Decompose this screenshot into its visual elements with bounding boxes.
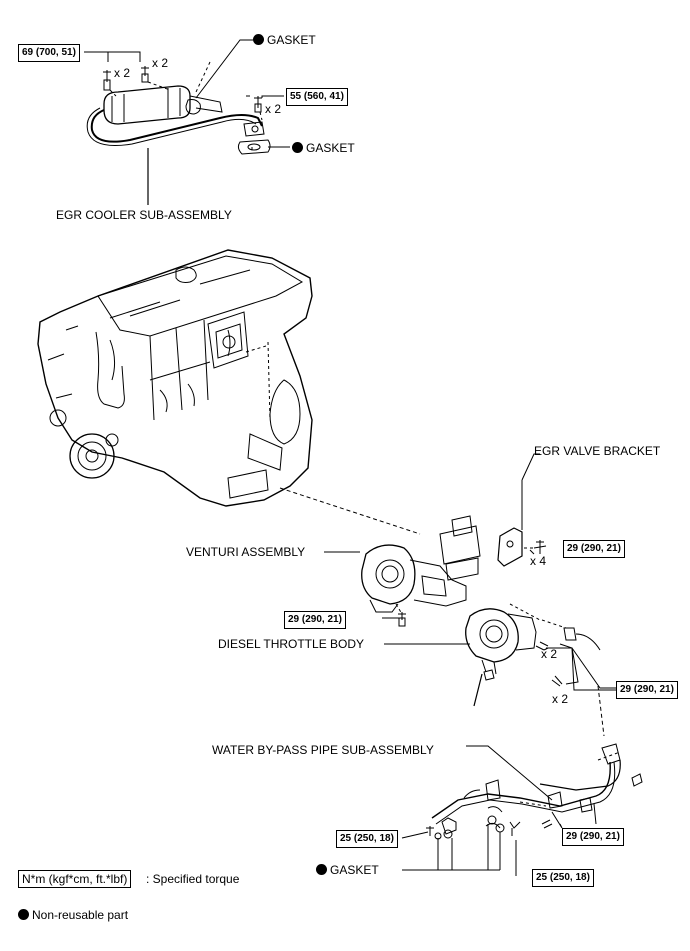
egr-valve-bracket-label: EGR VALVE BRACKET <box>534 444 661 458</box>
non-reusable-dot-icon <box>18 909 29 920</box>
venturi-assembly-label: VENTURI ASSEMBLY <box>186 545 306 559</box>
non-reusable-dot-icon <box>253 34 264 45</box>
quantity-x2-throttle-bolt: x 2 <box>552 692 569 706</box>
quantity-x2-egr-bolt: x 2 <box>265 102 282 116</box>
torque-29-throttle-box: 29 (290, 21) <box>616 681 678 699</box>
non-reusable-dot-icon <box>316 864 327 875</box>
torque-29-bracket-box: 29 (290, 21) <box>563 540 625 558</box>
non-reusable-dot-icon <box>292 142 303 153</box>
torque-29-pipe-box: 29 (290, 21) <box>562 828 624 846</box>
engine-block-drawing <box>37 249 421 535</box>
quantity-x2-throttle-nut: x 2 <box>541 647 558 661</box>
gasket-label-bottom: GASKET <box>316 863 379 877</box>
torque-69-box: 69 (700, 51) <box>18 44 80 62</box>
torque-legend-text: : Specified torque <box>146 872 240 886</box>
egr-cooler-drawing <box>84 39 290 205</box>
gasket-label-top: GASKET <box>253 33 316 47</box>
water-bypass-pipe-label: WATER BY-PASS PIPE SUB-ASSEMBLY <box>212 743 434 757</box>
throttle-body-drawing <box>384 603 616 707</box>
quantity-x2-bolt: x 2 <box>114 66 131 80</box>
quantity-x4: x 4 <box>530 554 547 568</box>
diesel-throttle-body-label: DIESEL THROTTLE BODY <box>218 637 365 651</box>
torque-25-right-box: 25 (250, 18) <box>532 869 594 887</box>
torque-legend-unit: N*m (kgf*cm, ft.*lbf) <box>18 870 132 888</box>
gasket-label-mid: GASKET <box>292 141 355 155</box>
non-reusable-legend: Non-reusable part <box>18 908 128 922</box>
torque-25-left-box: 25 (250, 18) <box>336 830 398 848</box>
water-bypass-pipe-drawing <box>401 685 643 876</box>
quantity-x2-nut: x 2 <box>152 56 169 70</box>
torque-55-box: 55 (560, 41) <box>286 88 348 106</box>
torque-29-venturi-box: 29 (290, 21) <box>284 611 346 629</box>
venturi-drawing <box>324 544 467 627</box>
egr-cooler-label: EGR COOLER SUB-ASSEMBLY <box>56 208 232 222</box>
